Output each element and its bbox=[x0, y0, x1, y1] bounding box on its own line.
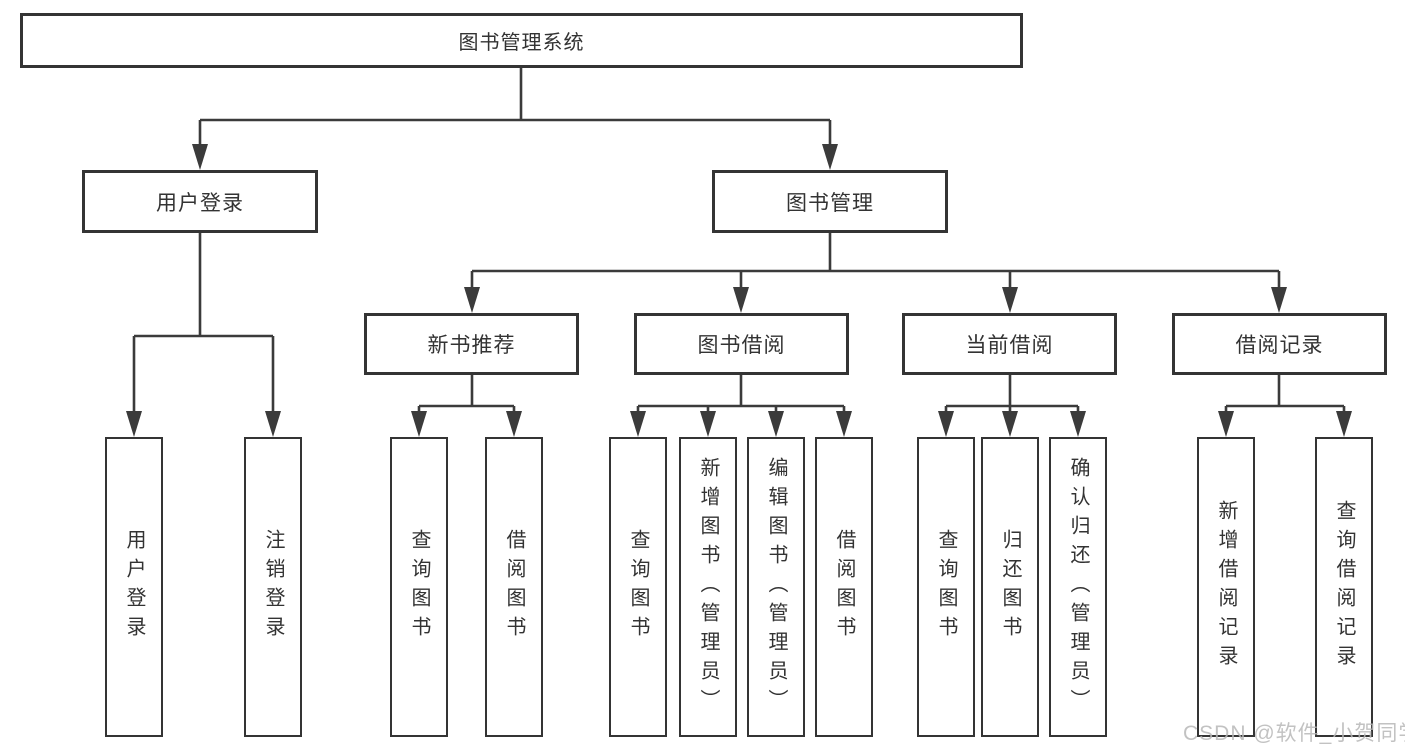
arrowhead-icon bbox=[411, 411, 427, 437]
node-book-borrow: 图书借阅 bbox=[634, 313, 849, 375]
arrowhead-icon bbox=[1002, 411, 1018, 437]
node-book-management: 图书管理 bbox=[712, 170, 948, 233]
connector-borrowrecords-to-leaves bbox=[1218, 375, 1352, 437]
arrowhead-icon bbox=[1070, 411, 1086, 437]
node-current-borrow: 当前借阅 bbox=[902, 313, 1117, 375]
connector-newbook-to-leaves bbox=[411, 375, 522, 437]
arrowhead-icon bbox=[192, 144, 208, 170]
connector-bookborrow-to-leaves bbox=[630, 375, 852, 437]
arrowhead-icon bbox=[506, 411, 522, 437]
leaf-query-book-recommend: 查询图书 bbox=[390, 437, 448, 737]
leaf-query-book-current: 查询图书 bbox=[917, 437, 975, 737]
leaf-user-login: 用户登录 bbox=[105, 437, 163, 737]
arrowhead-icon bbox=[938, 411, 954, 437]
arrowhead-icon bbox=[265, 411, 281, 437]
leaf-query-borrow-record: 查询借阅记录 bbox=[1315, 437, 1373, 737]
arrowhead-icon bbox=[700, 411, 716, 437]
arrowhead-icon bbox=[733, 287, 749, 313]
node-borrow-records: 借阅记录 bbox=[1172, 313, 1387, 375]
node-new-book-recommend: 新书推荐 bbox=[364, 313, 579, 375]
leaf-borrow-book: 借阅图书 bbox=[815, 437, 873, 737]
arrowhead-icon bbox=[464, 287, 480, 313]
csdn-watermark: CSDN @软件_小贺同学 bbox=[1183, 722, 1405, 745]
arrowhead-icon bbox=[1218, 411, 1234, 437]
connector-bookmgmt-to-level3 bbox=[464, 233, 1287, 313]
arrowhead-icon bbox=[1002, 287, 1018, 313]
connector-root-to-level2 bbox=[192, 68, 838, 170]
leaf-return-book: 归还图书 bbox=[981, 437, 1039, 737]
leaf-add-borrow-record: 新增借阅记录 bbox=[1197, 437, 1255, 737]
leaf-confirm-return-admin: 确认归还（管理员） bbox=[1049, 437, 1107, 737]
arrowhead-icon bbox=[1271, 287, 1287, 313]
arrowhead-icon bbox=[822, 144, 838, 170]
leaf-query-book-borrow: 查询图书 bbox=[609, 437, 667, 737]
leaf-edit-book-admin: 编辑图书（管理员） bbox=[747, 437, 805, 737]
arrowhead-icon bbox=[1336, 411, 1352, 437]
arrowhead-icon bbox=[126, 411, 142, 437]
leaf-logout: 注销登录 bbox=[244, 437, 302, 737]
node-root: 图书管理系统 bbox=[20, 13, 1023, 68]
connector-currentborrow-to-leaves bbox=[938, 375, 1086, 437]
leaf-borrow-book-recommend: 借阅图书 bbox=[485, 437, 543, 737]
arrowhead-icon bbox=[836, 411, 852, 437]
connector-userlogin-to-leaves bbox=[126, 233, 281, 437]
node-user-login: 用户登录 bbox=[82, 170, 318, 233]
arrowhead-icon bbox=[630, 411, 646, 437]
leaf-add-book-admin: 新增图书（管理员） bbox=[679, 437, 737, 737]
arrowhead-icon bbox=[768, 411, 784, 437]
